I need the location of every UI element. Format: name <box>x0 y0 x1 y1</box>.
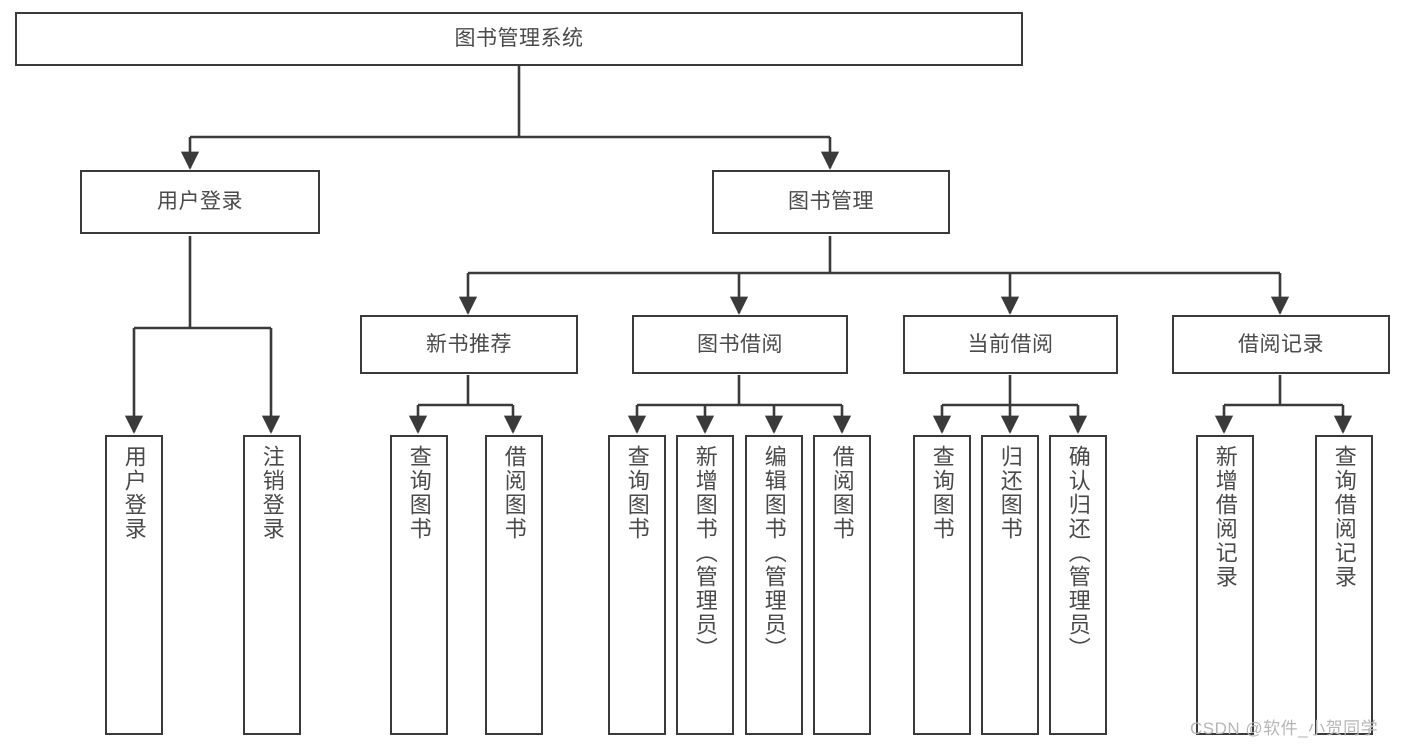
leaf-borrow-book-1-label: 借阅图书 <box>501 445 527 541</box>
leaf-confirm-return[interactable]: 确认归还（管理员） <box>1049 435 1107 735</box>
leaf-query-record[interactable]: 查询借阅记录 <box>1315 435 1373 735</box>
csdn-watermark: CSDN @软件_小贺同学 <box>1190 719 1379 738</box>
leaf-query-book-2-label: 查询图书 <box>624 445 650 541</box>
node-book-manage-label: 图书管理 <box>788 190 874 214</box>
leaf-borrow-book-2-label: 借阅图书 <box>829 445 855 541</box>
leaf-add-record-label: 新增借阅记录 <box>1212 445 1238 589</box>
node-book-borrow[interactable]: 图书借阅 <box>632 315 848 374</box>
node-root-label: 图书管理系统 <box>454 27 584 51</box>
leaf-query-book-1-label: 查询图书 <box>406 445 432 541</box>
leaf-return-book[interactable]: 归还图书 <box>981 435 1039 735</box>
leaf-return-book-label: 归还图书 <box>997 445 1023 541</box>
leaf-query-book-2[interactable]: 查询图书 <box>608 435 666 735</box>
leaf-confirm-return-label: 确认归还（管理员） <box>1065 445 1091 661</box>
leaf-user-login-label: 用户登录 <box>121 445 147 541</box>
node-current-borrow-label: 当前借阅 <box>967 332 1054 356</box>
node-new-book-rec-label: 新书推荐 <box>426 332 512 356</box>
leaf-add-record[interactable]: 新增借阅记录 <box>1196 435 1254 735</box>
node-user-login-label: 用户登录 <box>157 190 243 214</box>
node-current-borrow[interactable]: 当前借阅 <box>903 315 1118 374</box>
node-borrow-record[interactable]: 借阅记录 <box>1172 315 1390 374</box>
node-user-login[interactable]: 用户登录 <box>80 170 320 234</box>
leaf-query-book-3[interactable]: 查询图书 <box>913 435 971 735</box>
leaf-logout-label: 注销登录 <box>259 445 285 541</box>
leaf-logout[interactable]: 注销登录 <box>243 435 301 735</box>
node-borrow-record-label: 借阅记录 <box>1238 332 1324 356</box>
leaf-query-book-3-label: 查询图书 <box>929 445 955 541</box>
leaf-edit-book-label: 编辑图书（管理员） <box>761 445 787 661</box>
leaf-query-record-label: 查询借阅记录 <box>1331 445 1357 589</box>
node-book-borrow-label: 图书借阅 <box>697 332 783 356</box>
leaf-user-login[interactable]: 用户登录 <box>105 435 163 735</box>
leaf-edit-book[interactable]: 编辑图书（管理员） <box>745 435 803 735</box>
leaf-borrow-book-1[interactable]: 借阅图书 <box>485 435 543 735</box>
node-root[interactable]: 图书管理系统 <box>15 12 1023 66</box>
leaf-query-book-1[interactable]: 查询图书 <box>390 435 448 735</box>
leaf-add-book-label: 新增图书（管理员） <box>692 445 718 661</box>
node-new-book-rec[interactable]: 新书推荐 <box>360 315 578 374</box>
node-book-manage[interactable]: 图书管理 <box>712 170 950 234</box>
leaf-add-book[interactable]: 新增图书（管理员） <box>676 435 734 735</box>
leaf-borrow-book-2[interactable]: 借阅图书 <box>813 435 871 735</box>
